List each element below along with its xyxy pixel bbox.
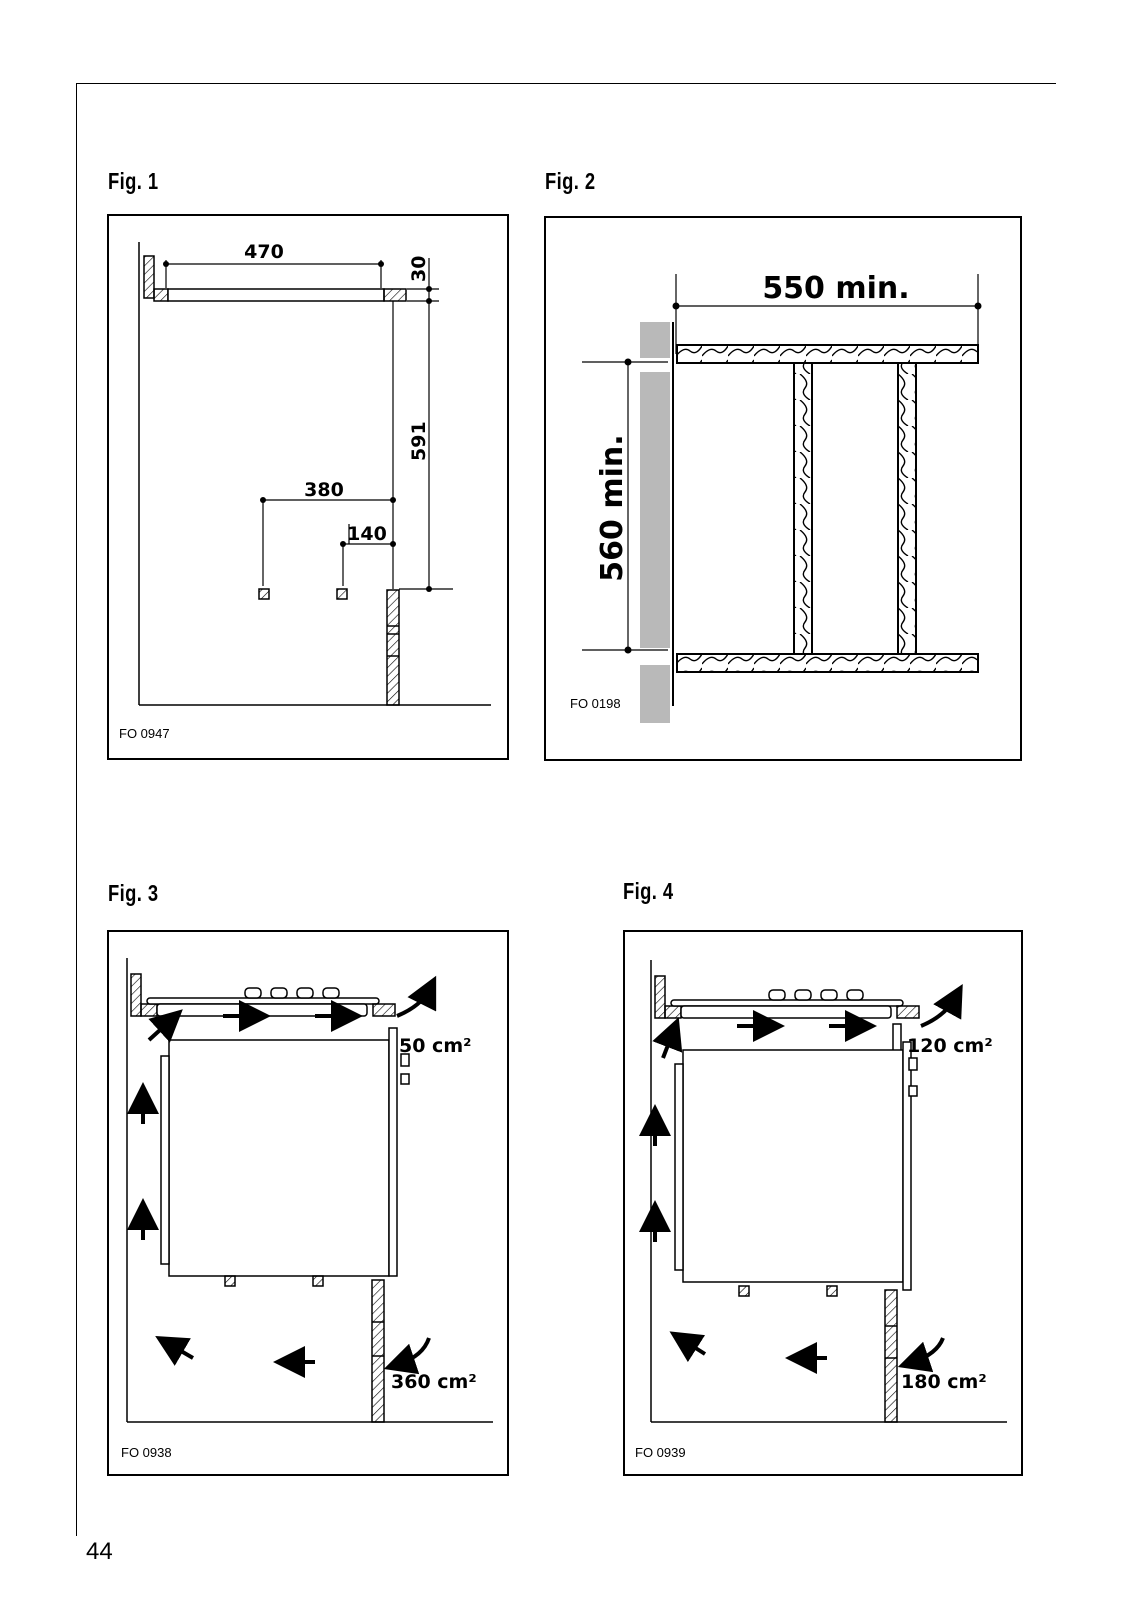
fig-2-diagram: 550 min. 560 min. FO 0198	[570, 271, 982, 723]
fig-3-vent-bottom: 360 cm²	[391, 1371, 477, 1393]
fig-1-panel: 470 30 591 380 140 FO 0947	[107, 214, 509, 760]
fig-4-diagram: 120 cm² 180 cm² FO 0939	[635, 960, 1007, 1460]
fig-1-dim-30: 30	[408, 256, 430, 282]
fig-4-vent-bottom: 180 cm²	[901, 1371, 987, 1393]
fig-3-title: Fig. 3	[108, 880, 159, 906]
fig-2-dim-height: 560 min.	[595, 434, 630, 581]
fig-3-code: FO 0938	[121, 1445, 172, 1460]
fig-1-diagram: 470 30 591 380 140 FO 0947	[119, 241, 491, 741]
fig-1-dim-140: 140	[347, 523, 387, 545]
fig-2-code: FO 0198	[570, 696, 621, 711]
fig-1-title: Fig. 1	[108, 168, 159, 194]
fig-3-vent-top: 50 cm²	[399, 1035, 471, 1057]
fig-1-dim-591: 591	[408, 421, 430, 461]
fig-4-title: Fig. 4	[623, 878, 674, 904]
fig-2-panel: 550 min. 560 min. FO 0198	[544, 216, 1022, 761]
fig-1-dim-380: 380	[304, 479, 344, 501]
fig-1-dim-470: 470	[244, 241, 284, 263]
fig-2-dim-width: 550 min.	[762, 271, 909, 306]
fig-1-code: FO 0947	[119, 726, 170, 741]
page-frame-left	[76, 83, 77, 1536]
fig-3-diagram: 50 cm² 360 cm² FO 0938	[121, 958, 493, 1460]
fig-4-vent-top: 120 cm²	[907, 1035, 993, 1057]
fig-2-title: Fig. 2	[545, 168, 596, 194]
page-frame-top	[76, 83, 1056, 84]
page-number: 44	[86, 1538, 113, 1565]
fig-4-panel: 120 cm² 180 cm² FO 0939	[623, 930, 1023, 1476]
fig-3-panel: 50 cm² 360 cm² FO 0938	[107, 930, 509, 1476]
fig-4-code: FO 0939	[635, 1445, 686, 1460]
